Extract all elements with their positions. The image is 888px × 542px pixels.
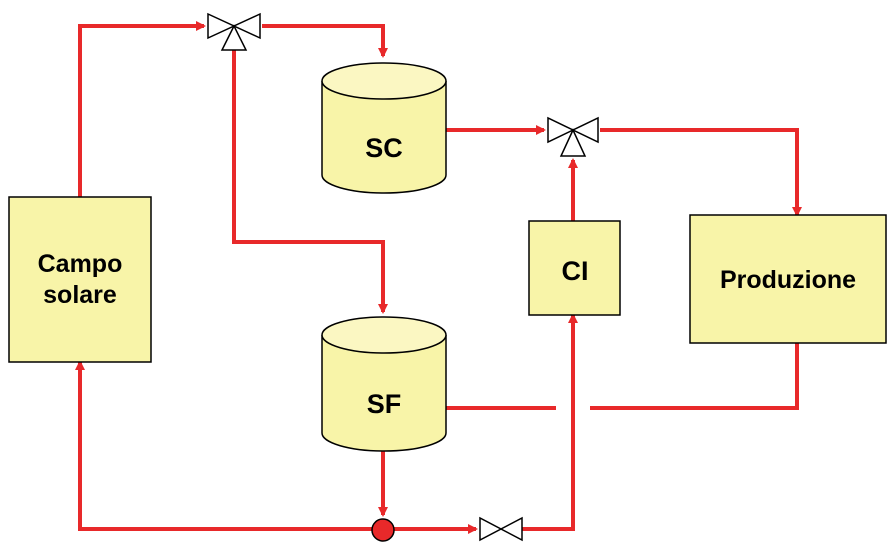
sc-label: SC: [365, 133, 403, 163]
three-way-valve-icon: [547, 116, 599, 157]
node-produzione: Produzione: [689, 214, 887, 344]
produzione-label: Produzione: [720, 266, 856, 294]
node-campo-solare: Campo solare: [8, 196, 152, 363]
campo-solare-label-line1: Campo: [38, 250, 123, 278]
pipe-pump-to-field: [75, 360, 372, 531]
pipes: [75, 21, 802, 534]
pipe-field-to-valve-top: [78, 21, 206, 197]
campo-solare-label-line2: solare: [43, 281, 117, 309]
pump-icon: [371, 518, 395, 542]
pipe-valve-bottom-to-ci: [522, 313, 578, 531]
two-way-valve-icon: [479, 516, 523, 542]
pipe-valve-mid-to-production: [600, 128, 802, 217]
tank-sf: SF: [321, 316, 447, 452]
pipe-production-return-a: [590, 343, 799, 410]
pipe-valve-top-to-sf: [232, 50, 388, 314]
sf-label: SF: [367, 389, 402, 419]
ci-label: CI: [562, 256, 589, 286]
tank-sc: SC: [321, 62, 447, 194]
three-way-valve-icon: [207, 12, 261, 51]
node-ci: CI: [528, 220, 621, 316]
pipe-valve-top-to-sc: [262, 24, 388, 58]
